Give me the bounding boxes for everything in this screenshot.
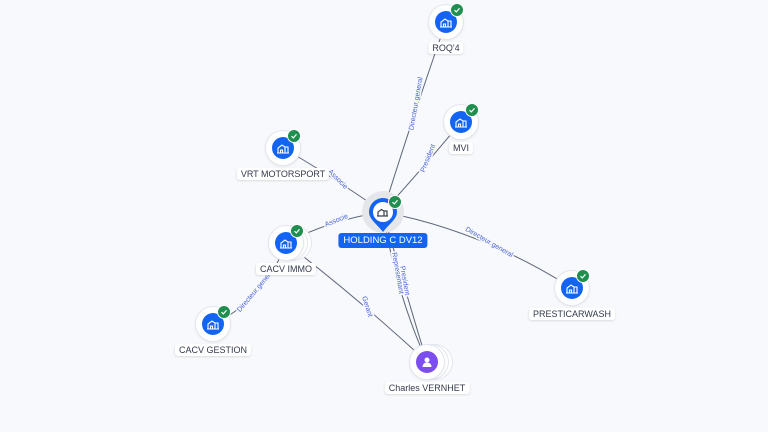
verified-check-icon [450, 3, 464, 17]
node-label: ROQ'4 [428, 42, 464, 54]
edge-label: Directeur general [408, 76, 424, 131]
verified-check-icon [287, 129, 301, 143]
node-label: MVI [448, 142, 474, 154]
node-label: CACV IMMO [255, 263, 317, 275]
verified-check-icon [576, 269, 590, 283]
verified-check-icon [290, 224, 304, 238]
edge-label: Directeur general [464, 226, 514, 259]
company-icon [272, 137, 294, 159]
central-label: HOLDING C DV12 [338, 233, 428, 248]
company-icon [202, 313, 224, 335]
person-icon [416, 351, 438, 373]
node-label: PRESTICARWASH [528, 308, 616, 320]
edge-label: Gerant [360, 295, 373, 318]
edge-central-presti [382, 211, 573, 289]
company-icon [450, 111, 472, 133]
node-label: VRT MOTORSPORT [236, 168, 330, 180]
edge-label: President [420, 143, 438, 173]
verified-check-icon [217, 305, 231, 319]
company-icon [561, 277, 583, 299]
verified-check-icon [465, 103, 479, 117]
edge-label: Associe [326, 169, 348, 191]
company-icon [435, 11, 457, 33]
verified-check-icon [388, 195, 402, 209]
edge-charles-cacvimmo [285, 242, 428, 363]
company-icon [275, 232, 297, 254]
node-label: CACV GESTION [174, 344, 252, 356]
node-label: Charles VERNHET [384, 382, 470, 394]
edge-label: Associe [324, 213, 349, 229]
